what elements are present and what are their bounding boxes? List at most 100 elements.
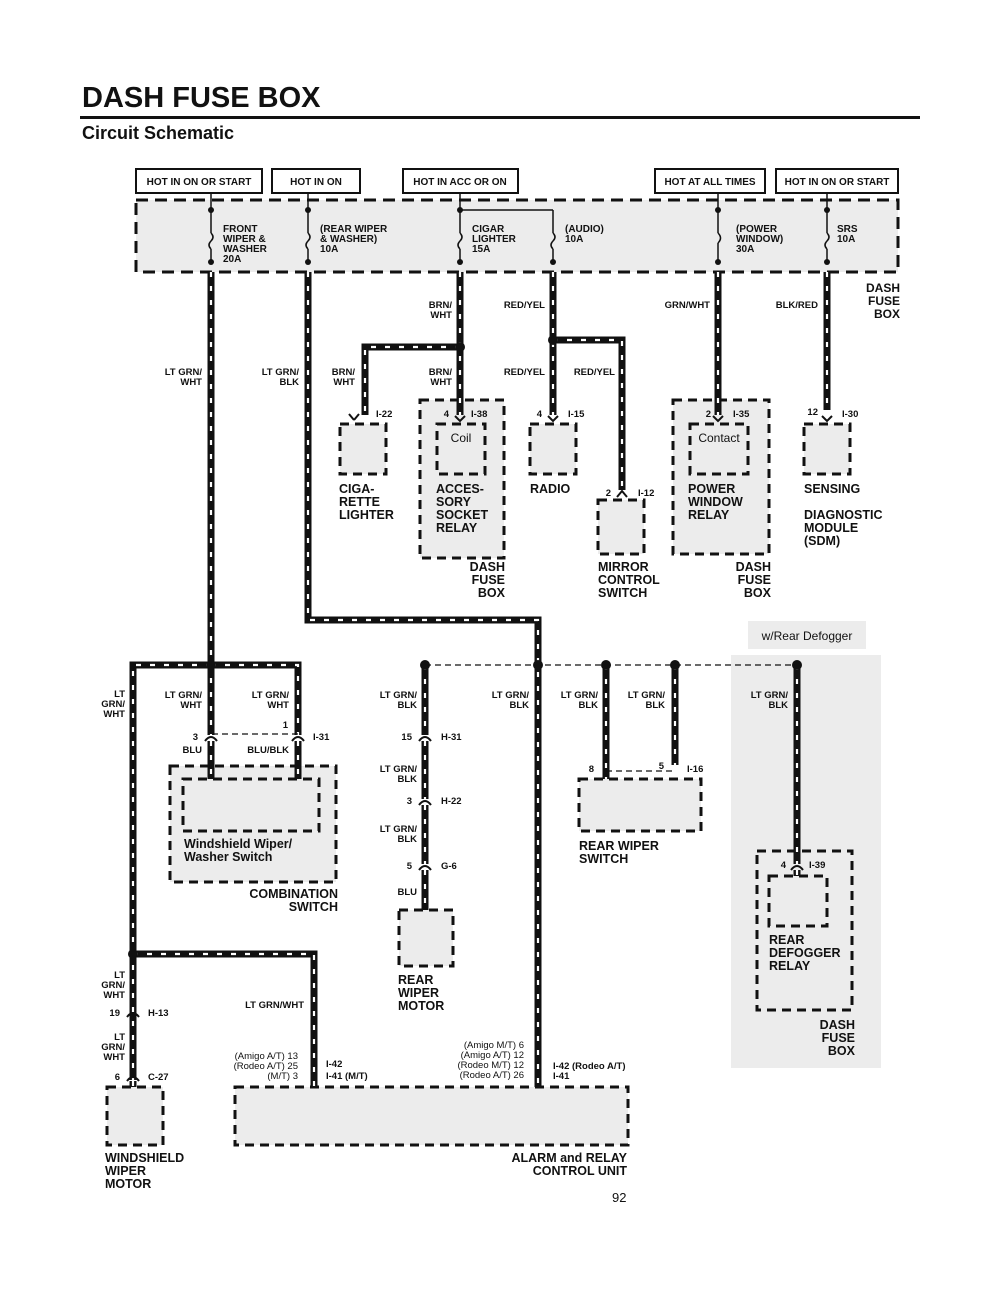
alarm-pin-note: (Amigo A/T) 13: [235, 1051, 298, 1062]
rear-defogger-tag-label: w/Rear Defogger: [761, 629, 853, 643]
power-window-relay-label: POWER: [688, 482, 735, 496]
supply-label: HOT AT ALL TIMES: [664, 177, 755, 188]
wire-label: LT: [114, 689, 125, 700]
sdm-label: MODULE: [804, 521, 858, 535]
accessory-relay-label: SOCKET: [436, 508, 488, 522]
wire-label: LT: [114, 970, 125, 981]
wire-label: BLU/BLK: [247, 745, 289, 756]
accessory-relay-label: SORY: [436, 495, 472, 509]
wire-label: LT GRN/: [262, 367, 300, 378]
supply-labels: HOT IN ON OR START HOT IN ON HOT IN ACC …: [135, 168, 899, 194]
wire-label: WHT: [430, 377, 452, 388]
rear-wiper-motor-label: REAR: [398, 973, 433, 987]
alarm-pin-note: (Rodeo A/T) 26: [460, 1070, 524, 1081]
wire-label: LT GRN/: [561, 690, 599, 701]
dash-fuse-box-label: FUSE: [868, 294, 900, 308]
component-labels-right-aligned: DASH FUSE BOX DASH FUSE BOX COMBINATION …: [249, 560, 855, 1178]
fuse-box-label: BOX: [478, 586, 506, 600]
fuse-label: (AUDIO): [565, 224, 604, 235]
accessory-relay-label: RELAY: [436, 521, 478, 535]
windshield-wiper-motor-label: MOTOR: [105, 1177, 151, 1191]
wire-label: LT GRN/: [380, 764, 418, 775]
pin-number: 2: [706, 409, 711, 420]
alarm-pin-id: I-41: [553, 1071, 570, 1082]
wire-label: BLK: [578, 700, 598, 711]
pin-number: 5: [407, 861, 413, 872]
mirror-switch-label: CONTROL: [598, 573, 660, 587]
rear-wiper-switch-label: REAR WIPER: [579, 839, 659, 853]
fuse-box-outline: [134, 198, 900, 274]
fuse-label: CIGAR: [472, 224, 505, 235]
alarm-pin-id: I-42: [326, 1059, 342, 1070]
wire-label: BLU: [397, 887, 417, 898]
wire-label: BLK: [397, 834, 417, 845]
coil-label: Coil: [451, 431, 472, 445]
connector-id: I-22: [376, 409, 392, 420]
radio-label: RADIO: [530, 482, 571, 496]
wire-label: RED/YEL: [504, 367, 545, 378]
fuse-label: SRS: [837, 224, 858, 235]
combination-switch-label: COMBINATION: [249, 887, 338, 901]
fuse-label: (REAR WIPER: [320, 224, 388, 235]
wire-label: LT GRN/: [380, 824, 418, 835]
wire-label: WHT: [103, 709, 125, 720]
pin-number: 3: [193, 732, 198, 743]
wire-run-stripe: [306, 272, 540, 1087]
page-subtitle: Circuit Schematic: [82, 123, 235, 143]
alarm-pin-notes-right: (Amigo M/T) 6 (Amigo A/T) 12 (Rodeo M/T)…: [457, 1040, 524, 1081]
power-window-relay-label: WINDOW: [688, 495, 743, 509]
fuse-box-label: DASH FUSE BOX: [866, 281, 900, 321]
mirror-switch-label: MIRROR: [598, 560, 649, 574]
dash-fuse-box-label: BOX: [874, 307, 900, 321]
fuse-labels: FRONT WIPER & WASHER 20A (REAR WIPER & W…: [223, 224, 858, 265]
fuse-label: 10A: [837, 234, 855, 245]
connector-id: I-35: [733, 409, 750, 420]
supply-label: HOT IN ON: [290, 177, 342, 188]
wire-labels: BRN/ WHT RED/YEL GRN/WHT BLK/RED LT GRN/…: [101, 300, 818, 1063]
page-number: 92: [612, 1190, 627, 1205]
sdm-label: DIAGNOSTIC: [804, 508, 882, 522]
accessory-relay-label: ACCES-: [436, 482, 484, 496]
pin-number: 4: [444, 409, 450, 420]
pin-number: 2: [606, 488, 611, 499]
fuse-label: WINDOW): [736, 234, 783, 245]
wire-label: RED/YEL: [504, 300, 545, 311]
wire-label: LT GRN/: [751, 690, 789, 701]
fuse-label: 30A: [736, 244, 754, 255]
connector-id: I-16: [687, 764, 703, 775]
junction-dots: [128, 335, 802, 959]
supply-label: HOT IN ON OR START: [147, 177, 252, 188]
fuse-label: LIGHTER: [472, 234, 517, 245]
connector-id: I-12: [638, 488, 654, 499]
fuse-box-label: FUSE: [822, 1031, 855, 1045]
wire-label: WHT: [180, 700, 202, 711]
connector-id: I-39: [809, 860, 825, 871]
wire-label: BRN/: [429, 367, 453, 378]
alarm-pin-note: (Amigo M/T) 6: [464, 1040, 524, 1051]
rear-wiper-switch-label: SWITCH: [579, 852, 628, 866]
alarm-unit-label: CONTROL UNIT: [533, 1164, 628, 1178]
wire-run-stripe: [553, 338, 624, 490]
ww-switch-label: Windshield Wiper/: [184, 837, 293, 851]
connector-id: I-15: [568, 409, 585, 420]
connector-id: H-13: [148, 1008, 169, 1019]
mirror-switch-label: SWITCH: [598, 586, 647, 600]
wire-label: WHT: [103, 1052, 125, 1063]
wire-label: BLK: [397, 774, 417, 785]
fuse-internals: [208, 200, 830, 262]
wire-label: GRN/WHT: [665, 300, 711, 311]
supply-label: HOT IN ACC OR ON: [413, 177, 507, 188]
wire-label: WHT: [267, 700, 289, 711]
connector-ids: I-22 I-38 I-15 I-12 I-35 I-30 I-31 H-31 …: [148, 409, 858, 1083]
cigarette-lighter-label: LIGHTER: [339, 508, 394, 522]
pin-number: 15: [401, 732, 412, 743]
wire-label: BLK: [397, 700, 417, 711]
wire-label: BLK: [509, 700, 529, 711]
connector-pins: 4 4 2 2 12 3 1 15 3 5 8 5 4 19 6: [109, 407, 818, 1083]
fuse-label: (POWER: [736, 224, 778, 235]
alarm-pin-note: (Rodeo A/T) 25: [234, 1061, 298, 1072]
alarm-pin-id: I-42 (Rodeo A/T): [553, 1061, 625, 1072]
fuse-label: WIPER &: [223, 234, 266, 245]
ww-switch-label: Washer Switch: [184, 850, 272, 864]
